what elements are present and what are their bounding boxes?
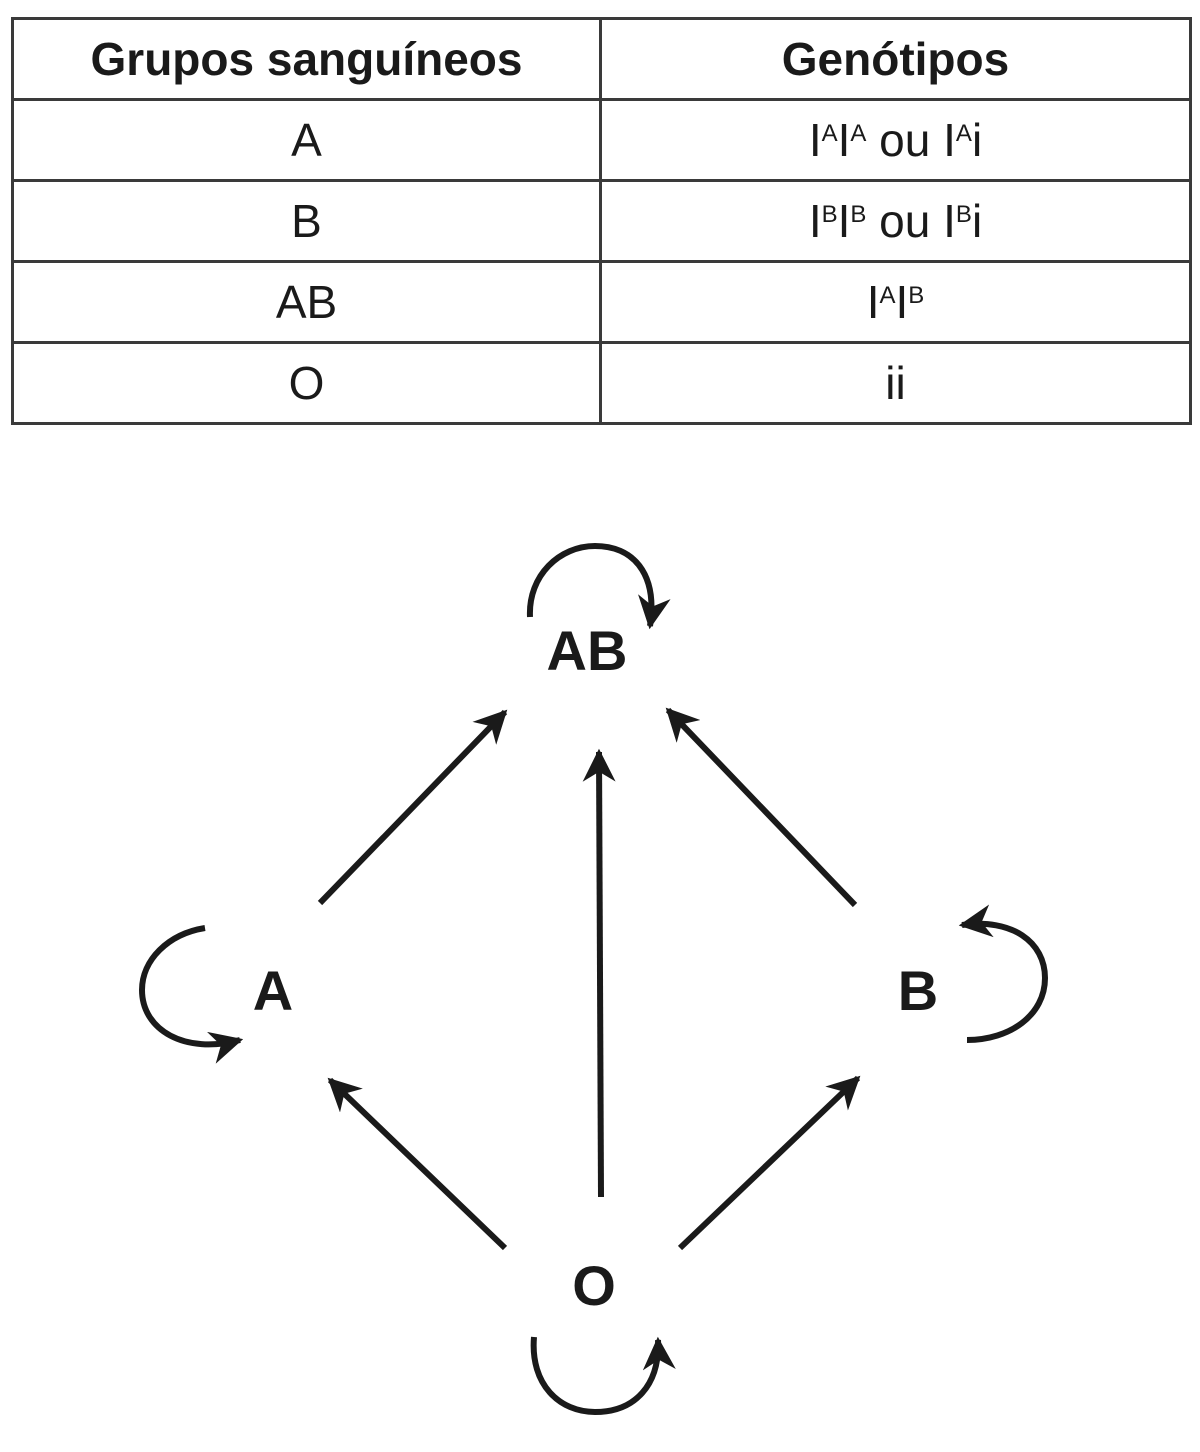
genotype-cell: IAIA ou IAi [599,98,1192,182]
blood-group-cell: A [11,98,602,182]
genotype-text: i [971,195,983,247]
edge-o-to-ab [582,748,616,1198]
genotype-text: I [808,195,822,247]
node-label-ab: AB [547,619,628,682]
header-genotypes: Genótipos [599,17,1192,101]
genotype-text: I [866,276,880,328]
allele-superscript: A [850,120,867,147]
allele-superscript: A [879,282,896,309]
genotype-text: I [808,114,822,166]
genotype-cell: IBIB ou IBi [599,179,1192,263]
genotype-text: ou I [866,195,956,247]
edge-b-to-ab [665,707,858,908]
genotype-text: I [837,195,851,247]
node-label-o: O [572,1254,616,1317]
genotype-text: ii [885,357,906,409]
allele-superscript: B [908,282,925,309]
self-loop-ab [526,542,671,630]
edge-o-to-b [677,1075,861,1251]
allele-superscript: B [850,201,867,228]
genotype-cell: ii [599,341,1192,425]
self-loop-o [530,1336,676,1416]
self-loop-a [138,925,244,1064]
genotype-text: I [837,114,851,166]
self-loop-b [958,904,1049,1043]
blood-group-cell: AB [11,260,602,344]
allele-superscript: B [821,201,838,228]
genotype-cell: IAIB [599,260,1192,344]
genotype-text: i [971,114,983,166]
genotype-text: I [895,276,909,328]
allele-superscript: A [955,120,972,147]
edge-o-to-a [327,1077,508,1251]
allele-superscript: A [821,120,838,147]
allele-superscript: B [955,201,972,228]
blood-group-cell: O [11,341,602,425]
blood-group-cell: B [11,179,602,263]
node-label-a: A [253,959,293,1022]
genotype-text: ou I [866,114,956,166]
node-label-b: B [898,959,938,1022]
table-header-row: Grupos sanguíneos Genótipos [11,17,1192,101]
header-blood-groups: Grupos sanguíneos [11,17,602,101]
edge-a-to-ab [317,709,508,906]
